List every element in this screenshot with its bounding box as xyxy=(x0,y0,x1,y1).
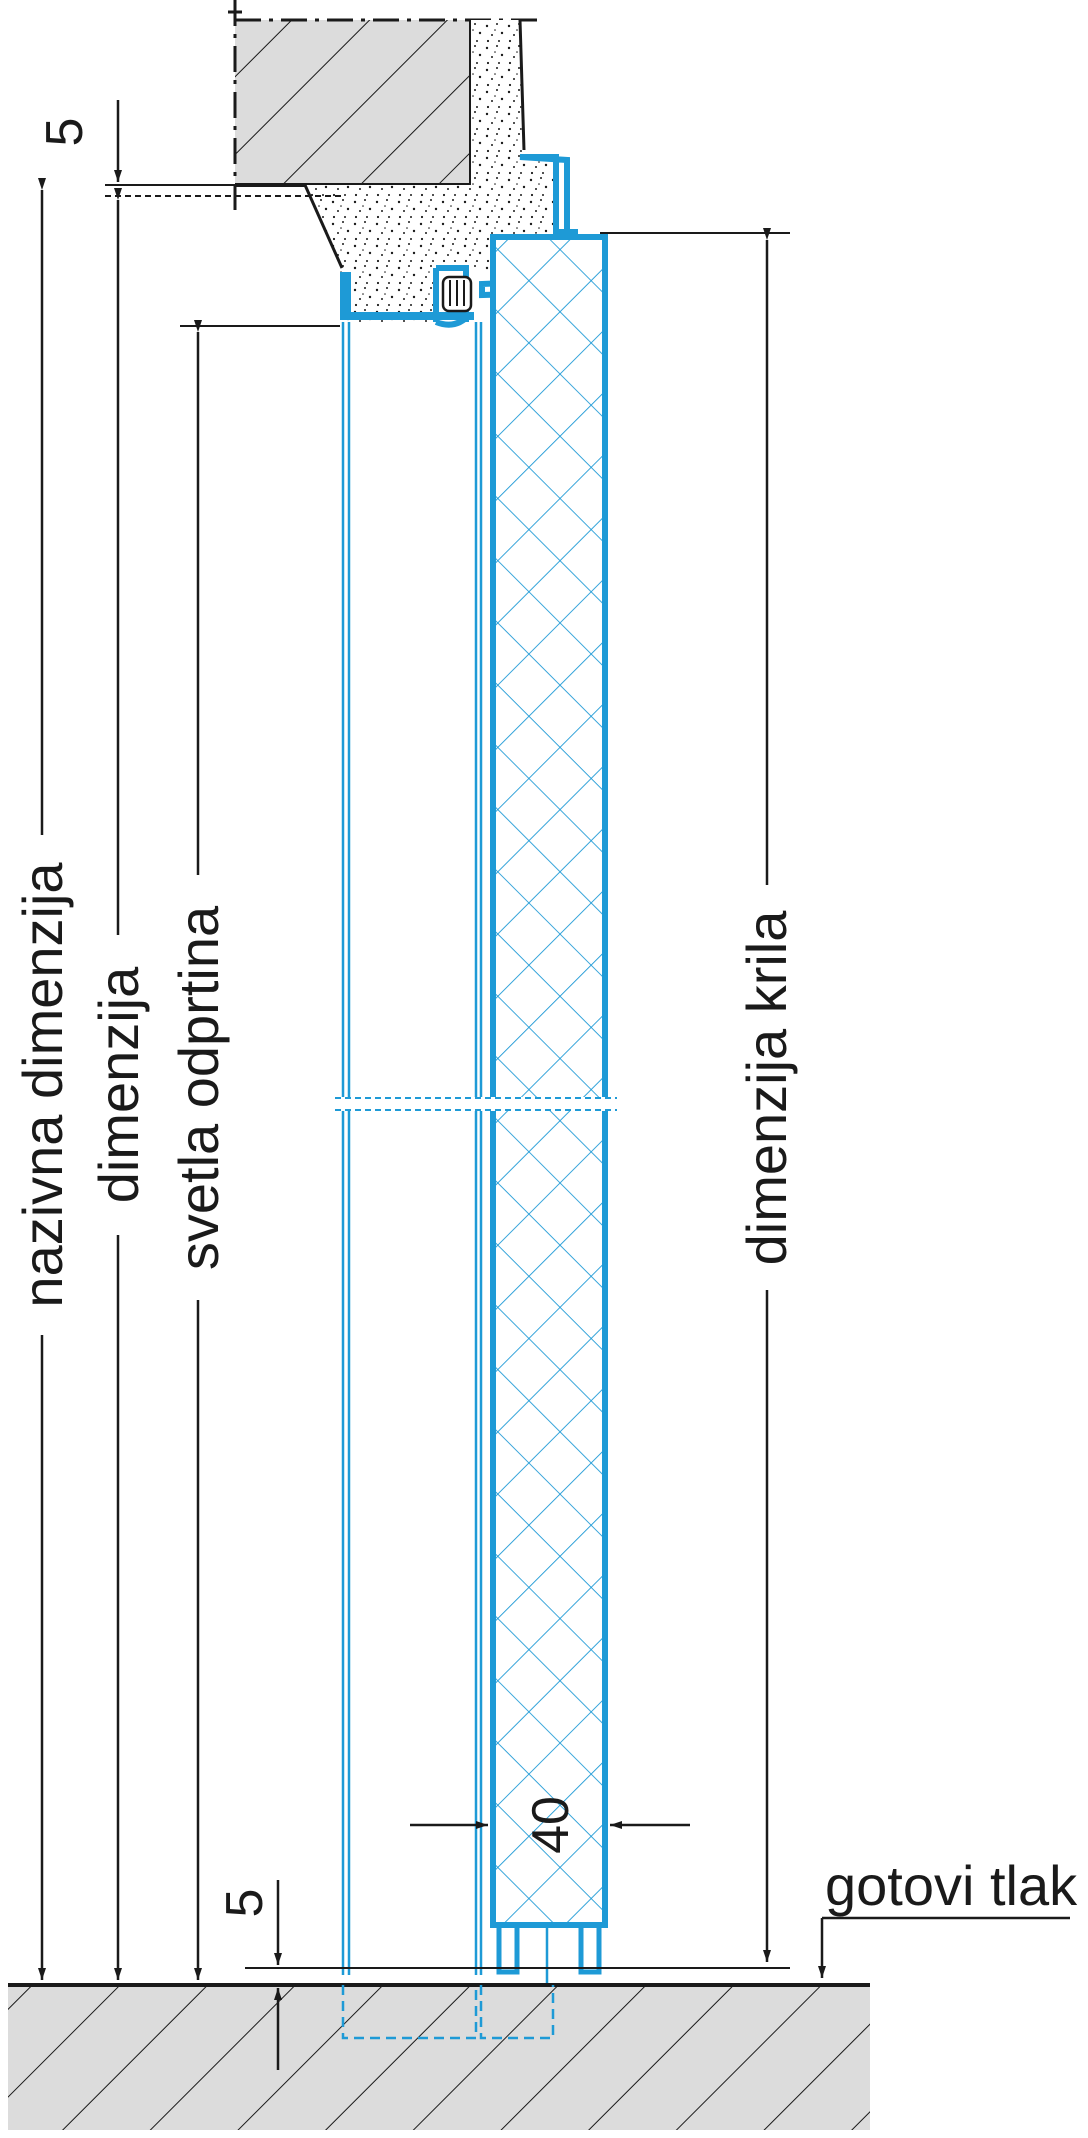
wall-lintel xyxy=(228,0,545,215)
break-line xyxy=(335,1097,617,1111)
label-top-gap: 5 xyxy=(36,118,94,147)
finished-floor-leader xyxy=(818,1916,1070,1978)
door-leaf xyxy=(490,234,608,2030)
floor-slab xyxy=(8,1983,870,2130)
reference-lines xyxy=(105,184,790,1969)
label-dimension: dimenzija xyxy=(87,966,150,1203)
door-seal xyxy=(441,275,473,313)
label-nominal-dimension: nazivna dimenzija xyxy=(11,862,74,1308)
label-bottom-gap: 5 xyxy=(216,1889,274,1918)
label-leaf-dimension: dimenzija krila xyxy=(735,910,798,1266)
embedded-frame-dashed xyxy=(341,1985,555,2040)
frame-jamb-lines xyxy=(341,322,483,1975)
door-frame-profile xyxy=(340,154,591,328)
label-clear-opening: svetla odprtina xyxy=(167,905,230,1270)
label-finished-floor: gotovi tlak xyxy=(825,1854,1078,1917)
label-leaf-thickness: 40 xyxy=(522,1796,580,1854)
